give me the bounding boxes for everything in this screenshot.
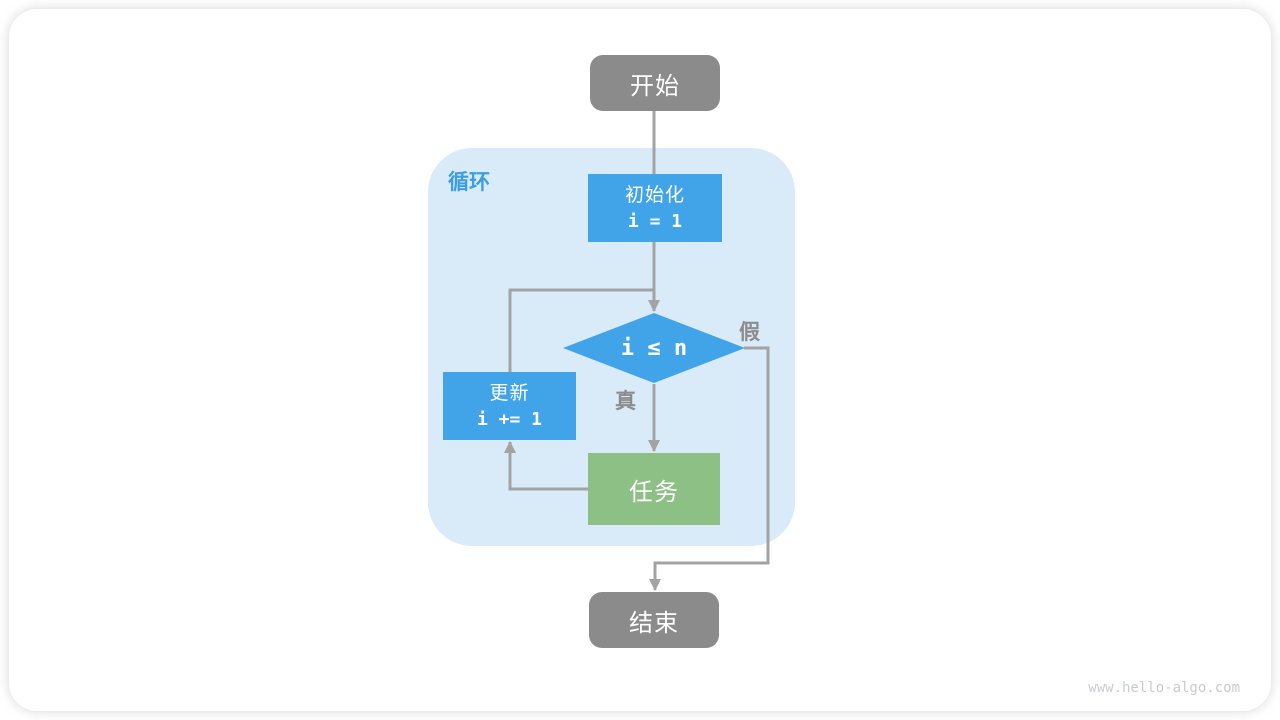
edge-task-to-update	[504, 441, 588, 491]
node-task: 任务	[588, 453, 720, 525]
node-initialize-title: 初始化	[624, 184, 685, 206]
edge-label-false: 假	[739, 321, 760, 344]
node-end: 结束	[589, 592, 719, 648]
node-update-title: 更新	[489, 382, 530, 404]
edge-label-true: 真	[615, 390, 636, 413]
node-update: 更新 i += 1	[443, 372, 576, 440]
node-initialize-code: i = 1	[627, 210, 683, 232]
node-start: 开始	[590, 55, 720, 111]
watermark: www.hello-algo.com	[1088, 680, 1240, 696]
edge-update-loopback	[508, 288, 654, 372]
node-task-label: 任务	[629, 478, 679, 506]
edge-condition-to-end	[649, 346, 770, 591]
loop-region-label: 循环	[448, 171, 490, 194]
node-end-label: 结束	[629, 609, 679, 637]
node-update-code: i += 1	[476, 408, 543, 430]
node-start-label: 开始	[630, 72, 680, 100]
node-initialize: 初始化 i = 1	[588, 174, 722, 242]
decision-condition-label: i ≤ n	[620, 335, 688, 361]
